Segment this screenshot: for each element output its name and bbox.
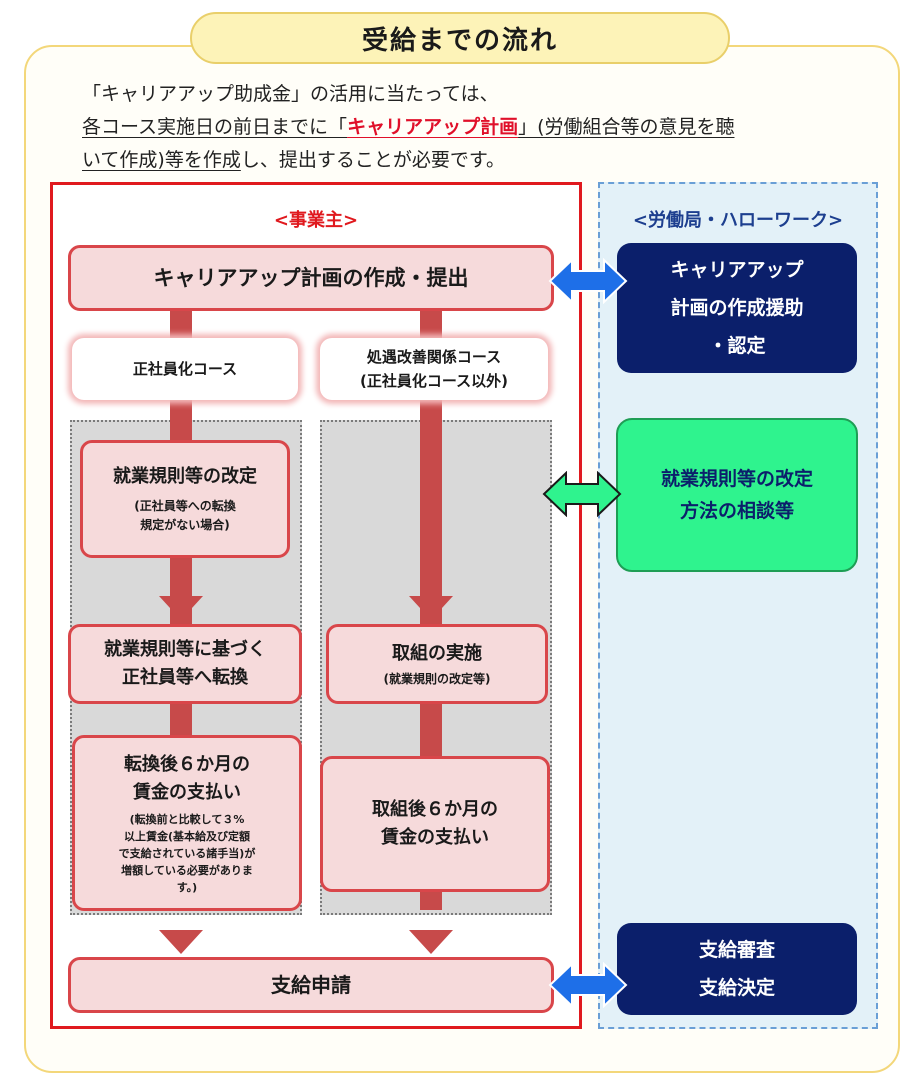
b-step1-sub: (就業規則の改定等) <box>383 671 491 686</box>
course-b-box: 処遇改善関係コース (正社員化コース以外) <box>320 338 548 400</box>
b-step-wage-payment: 取組後６か月の 賃金の支払い <box>320 756 550 892</box>
page-title: 受給までの流れ <box>190 12 730 64</box>
a-step3-sub: (転換前と比較して３% 以上賃金(基本給及び定額 で支給されている諸手当)が 増… <box>119 811 256 896</box>
course-b-label-2: (正社員化コース以外) <box>360 372 508 390</box>
course-b-label-1: 処遇改善関係コース <box>366 348 502 366</box>
arrow-down-icon <box>409 596 453 620</box>
intro-line-3: いて作成)等を作成し、提出することが必要です。 <box>82 144 872 177</box>
a-step1-sub-line-1: (正社員等への転換 <box>134 499 236 513</box>
intro-text: 「キャリアアップ助成金」の活用に当たっては、 各コース実施日の前日までに「キャリ… <box>82 78 872 177</box>
support-line-1: キャリアアップ <box>670 259 804 281</box>
a-step3-sub-line-3: で支給されている諸手当)が <box>118 846 256 860</box>
a-step3-line-1: 転換後６か月の <box>124 753 250 775</box>
a-step-conversion: 就業規則等に基づく 正社員等へ転換 <box>68 624 302 704</box>
plan-creation-label: キャリアアップ計画の作成・提出 <box>153 266 469 290</box>
consult-line-1: 就業規則等の改定 <box>660 468 813 490</box>
a-step3-sub-line-2: 以上賃金(基本給及び定額 <box>123 829 250 843</box>
arrow-down-icon <box>159 596 203 620</box>
support-line-2: 計画の作成援助 <box>670 297 804 319</box>
consult-line-2: 方法の相談等 <box>679 500 794 522</box>
a-step-wage-payment: 転換後６か月の 賃金の支払い (転換前と比較して３% 以上賃金(基本給及び定額 … <box>72 735 302 911</box>
intro-line-2: 各コース実施日の前日までに「キャリアアップ計画」(労働組合等の意見を聴 <box>82 111 872 144</box>
employer-heading: <事業主> <box>273 210 359 231</box>
b-step2-line-2: 賃金の支払い <box>381 827 489 848</box>
intro-underlined-3: いて作成)等を作成 <box>82 149 241 171</box>
arrow-down-icon <box>159 930 203 954</box>
decision-box: 支給審査 支給決定 <box>617 923 857 1015</box>
decision-line-1: 支給審査 <box>698 939 775 961</box>
plan-creation-box: キャリアアップ計画の作成・提出 <box>68 245 554 311</box>
a-step1-sub-line-2: 規定がない場合) <box>140 518 230 532</box>
a-step2-line-2: 正社員等へ転換 <box>122 667 248 688</box>
a-step1-sub: (正社員等への転換 規定がない場合) <box>134 497 236 535</box>
b-step1-main: 取組の実施 <box>392 642 482 664</box>
intro-rest: し、提出することが必要です。 <box>240 149 505 171</box>
arrow-down-icon <box>409 930 453 954</box>
course-a-label: 正社員化コース <box>132 360 238 378</box>
support-line-3: ・認定 <box>708 335 766 357</box>
b-step-implementation: 取組の実施 (就業規則の改定等) <box>326 624 548 704</box>
double-arrow-icon <box>542 471 622 517</box>
intro-underlined-1: 各コース実施日の前日までに「 <box>82 116 348 138</box>
apply-label: 支給申請 <box>271 973 351 997</box>
intro-underlined-2: 」(労働組合等の意見を聴 <box>518 116 735 138</box>
intro-line-1: 「キャリアアップ助成金」の活用に当たっては、 <box>82 83 499 105</box>
bureau-heading: <労働局・ハローワーク> <box>632 210 844 231</box>
consultation-box: 就業規則等の改定 方法の相談等 <box>616 418 858 572</box>
intro-highlight-plan: キャリアアップ計画 <box>347 116 519 138</box>
a-step3-sub-line-1: (転換前と比較して３% <box>129 812 245 826</box>
a-step3-line-2: 賃金の支払い <box>133 781 241 803</box>
a-step1-main: 就業規則等の改定 <box>113 466 257 487</box>
a-step-rules-revision: 就業規則等の改定 (正社員等への転換 規定がない場合) <box>80 440 290 558</box>
a-step3-sub-line-4: 増額している必要がありま <box>121 863 253 877</box>
b-step2-line-1: 取組後６か月の <box>372 799 498 820</box>
course-a-box: 正社員化コース <box>72 338 298 400</box>
a-step3-sub-line-5: す。) <box>176 880 198 894</box>
double-arrow-icon <box>548 258 628 304</box>
double-arrow-icon <box>548 962 628 1008</box>
a-step2-line-1: 就業規則等に基づく <box>104 639 266 660</box>
plan-support-box: キャリアアップ 計画の作成援助 ・認定 <box>617 243 857 373</box>
decision-line-2: 支給決定 <box>698 977 775 999</box>
apply-box: 支給申請 <box>68 957 554 1013</box>
